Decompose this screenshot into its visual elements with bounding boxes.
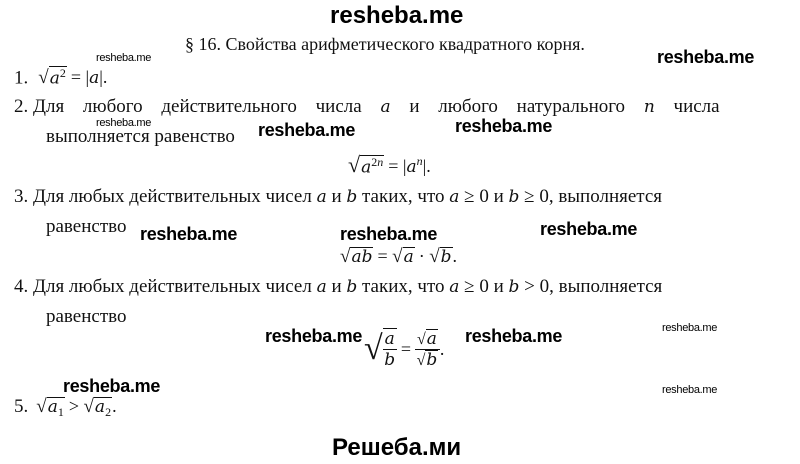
item-4-text-line2: равенство (46, 306, 127, 327)
watermark-large: resheba.me (340, 224, 438, 244)
list-item-3: 3. Для любых действительных чисел a и b … (14, 186, 662, 208)
formula-3: √ab = √a · √b. (340, 246, 458, 267)
watermark-title-bottom: Решеба.ми (332, 434, 462, 461)
item-number: 3. (14, 186, 29, 207)
watermark-small: resheba.me (662, 322, 718, 334)
item-number: 4. (14, 276, 29, 297)
watermark-large: resheba.me (63, 376, 161, 396)
item-3-text-line2: равенство (46, 216, 127, 237)
formula-5: √a1 > √a2. (36, 396, 117, 420)
watermark-title-top: resheba.me (330, 2, 464, 29)
watermark-large: resheba.me (657, 47, 755, 67)
watermark-small: resheba.me (96, 117, 152, 129)
item-2-text-line1: Для любого действительного числа a и люб… (33, 96, 720, 117)
list-item-2: 2. Для любого действительного числа a и … (14, 96, 780, 118)
item-3-text-line1: Для любых действительных чисел a и b так… (33, 186, 663, 207)
item-2-text-line2: выполняется равенство (46, 126, 235, 147)
section-title: § 16. Свойства арифметического квадратно… (185, 34, 585, 54)
watermark-large: resheba.me (540, 219, 638, 239)
list-item-1: 1. √a2 = |a|. (14, 66, 107, 89)
item-number: 2. (14, 96, 29, 117)
item-4-text-line1: Для любых действительных чисел a и b так… (33, 276, 663, 297)
watermark-large: resheba.me (455, 116, 553, 136)
formula-2: √a2n = |an|. (348, 152, 431, 177)
item-number: 1. (14, 67, 29, 89)
watermark-large: resheba.me (258, 120, 356, 140)
watermark-large: resheba.me (265, 326, 363, 346)
list-item-4: 4. Для любых действительных чисел a и b … (14, 276, 662, 298)
watermark-small: resheba.me (662, 384, 718, 396)
watermark-large: resheba.me (465, 326, 563, 346)
list-item-5: 5. √a1 > √a2. (14, 396, 117, 419)
formula-1: √a2 = |a|. (38, 66, 108, 89)
item-number: 5. (14, 396, 29, 417)
watermark-large: resheba.me (140, 224, 238, 244)
watermark-small: resheba.me (96, 52, 152, 64)
